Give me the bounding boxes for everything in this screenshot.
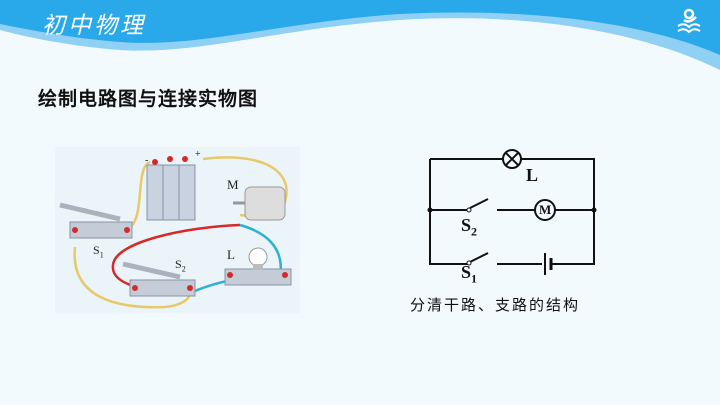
book-person-logo-icon (677, 8, 701, 34)
motor-label: M (227, 177, 239, 192)
lamp-symbol-icon (502, 149, 522, 169)
switch1-label: S1 (93, 243, 104, 259)
lamp-icon (224, 247, 292, 286)
switch1-blade (469, 252, 489, 263)
switch2-subscript: 2 (181, 264, 186, 274)
blue-wire (239, 223, 283, 278)
lamp-label: L (227, 247, 235, 262)
physical-circuit-picture: M L S1 S2 - + (55, 147, 300, 313)
lamp-symbol-label: L (526, 165, 539, 185)
battery-icon (146, 156, 196, 221)
junction-right-icon (591, 207, 597, 213)
motor-symbol-icon (534, 199, 556, 221)
switch2-label: S2 (175, 257, 186, 273)
switch2-letter: S (175, 257, 182, 271)
course-title: 初中物理 (42, 13, 146, 39)
switch1-subscript: 1 (99, 250, 104, 260)
battery-symbol-icon (544, 253, 553, 275)
motor-symbol-label: M (539, 202, 552, 217)
switch1-letter: S (93, 243, 100, 257)
switch2-blade (469, 198, 489, 209)
switch-s1-icon (59, 202, 133, 239)
slide-heading: 绘制电路图与连接实物图 (38, 88, 259, 110)
switch2-symbol-letter: S (461, 215, 472, 235)
switch2-symbol-label: S2 (461, 215, 477, 240)
yellow-wire (73, 246, 192, 309)
switch1-symbol-subscript: 1 (471, 271, 478, 286)
junction-left-icon (427, 207, 433, 213)
switch2-symbol-subscript: 2 (471, 224, 478, 239)
motor-icon (233, 186, 286, 221)
switch1-symbol-label: S1 (461, 262, 477, 287)
header-band (0, 0, 720, 70)
schematic-caption: 分清干路、支路的结构 (410, 296, 581, 314)
schematic-wires (429, 158, 595, 265)
battery-minus-label: - (145, 155, 149, 166)
switch1-pivot-icon (466, 260, 472, 266)
switch-s2-icon (122, 261, 196, 297)
yellow-wire (129, 160, 151, 229)
switch2-pivot-icon (466, 207, 472, 213)
switch1-symbol-letter: S (461, 262, 472, 282)
battery-plus-label: + (195, 149, 201, 160)
